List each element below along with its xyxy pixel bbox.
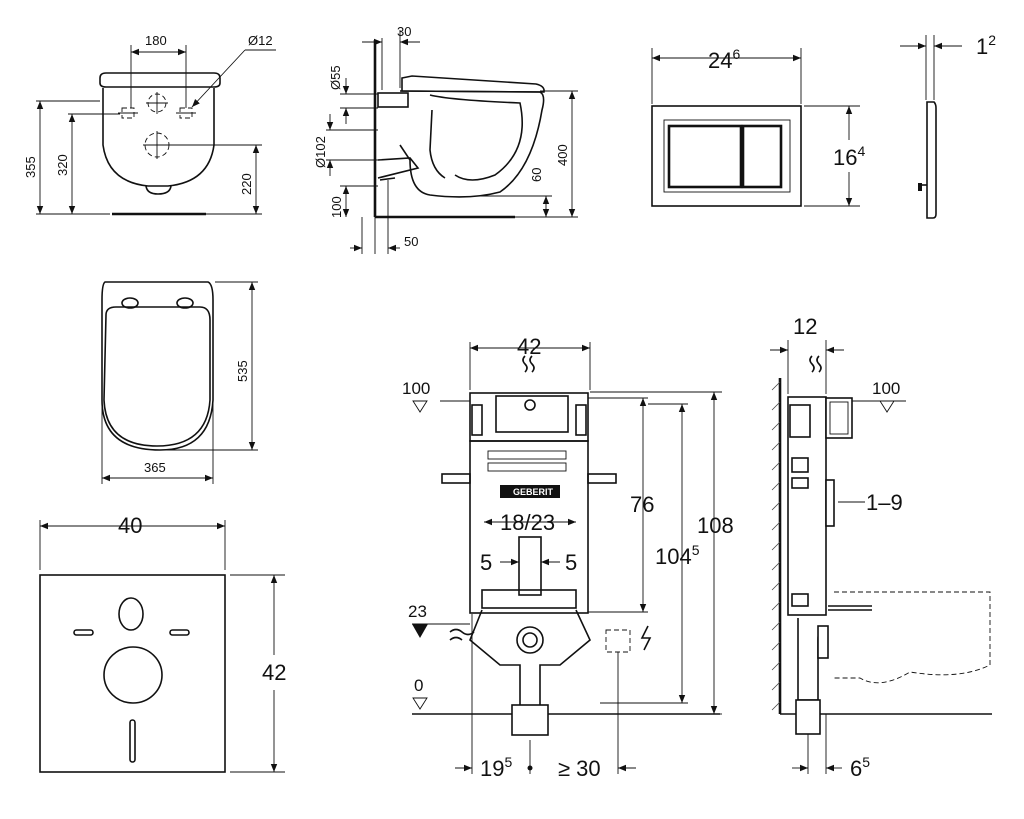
dim-16-4: 164 [833, 143, 865, 170]
flush-plate-outline [651, 105, 802, 207]
pad-outlet-hole [103, 646, 163, 704]
dim-180: 180 [145, 33, 167, 48]
side-bowl-inner [429, 94, 523, 181]
dim-30: 30 [397, 24, 411, 39]
dim-76: 76 [630, 492, 654, 517]
dim-d102: Ø102 [313, 136, 328, 168]
frame-side-view: 12 100 1–9 65 [770, 314, 992, 781]
dim-50: 50 [404, 234, 418, 249]
dim-100: 100 [329, 196, 344, 218]
dim-535: 535 [235, 360, 250, 382]
bowl-seat-lid [99, 72, 221, 88]
bowl-foot [145, 185, 172, 195]
flush-button-small[interactable] [667, 124, 743, 189]
flush-plate-side: 12 [900, 32, 996, 219]
dim-1-2: 12 [976, 32, 996, 59]
bowl-body-outline [102, 88, 215, 187]
level-marker-icon [412, 400, 428, 413]
level-0: 0 [414, 676, 423, 695]
bowl-side-view: 30 Ø55 Ø102 100 400 60 50 [313, 24, 578, 254]
frame-front-view: GEBERIT 42 100 76 1045 108 18/23 5 5 23 [402, 334, 734, 781]
frame-body [469, 440, 589, 614]
electric-box [605, 629, 631, 653]
dim-24-6: 246 [708, 46, 740, 73]
side-bowl-outline [399, 90, 545, 198]
side-bowl-dashed [834, 591, 991, 684]
water-supply-icon [522, 355, 535, 373]
soundproof-pad: 40 42 [39, 513, 286, 773]
dim-5-left: 5 [480, 550, 492, 575]
level-100-front: 100 [402, 379, 430, 398]
side-lid [401, 75, 545, 93]
bowl-front-view: 180 Ø12 355 320 220 [23, 33, 276, 216]
brand-plate [500, 485, 560, 498]
wall-hatching [771, 381, 781, 711]
dim-6-5: 65 [850, 754, 870, 781]
dim-220: 220 [239, 173, 254, 195]
side-inlet-pipe [377, 92, 409, 108]
electric-icon [640, 625, 652, 651]
dim-d55: Ø55 [328, 65, 343, 90]
dim-12-side: 12 [793, 314, 817, 339]
dim-19-5: 195 [480, 754, 512, 781]
dim-104-5: 1045 [655, 542, 700, 569]
flush-plate-front: 246 164 [651, 46, 865, 207]
dim-5-right: 5 [565, 550, 577, 575]
dim-42-frame: 42 [517, 334, 541, 359]
dim-365: 365 [144, 460, 166, 475]
seat-lid [103, 306, 211, 447]
frame-drain-pipe [518, 536, 542, 596]
dim-400: 400 [555, 144, 570, 166]
dim-42-pad: 42 [262, 660, 286, 685]
brand-label: GEBERIT [513, 487, 554, 497]
pad-outline [39, 574, 226, 773]
side-frame-post [787, 396, 827, 616]
pad-inlet-hole [118, 597, 144, 631]
dim-d12: Ø12 [248, 33, 273, 48]
dim-320: 320 [55, 154, 70, 176]
level-100-side: 100 [872, 379, 900, 398]
level-23: 23 [408, 602, 427, 621]
dim-355: 355 [23, 156, 38, 178]
dim-108: 108 [697, 513, 734, 538]
seat-top-view: 535 365 [101, 281, 258, 484]
dim-30-min: ≥ 30 [558, 756, 601, 781]
side-outlet-pipe [377, 157, 420, 179]
dim-60: 60 [529, 168, 544, 182]
dim-18-23: 18/23 [500, 510, 555, 535]
flush-button-large[interactable] [741, 124, 783, 189]
dim-40: 40 [118, 513, 142, 538]
seat-hinge-left [121, 297, 139, 309]
seat-hinge-right [176, 297, 194, 309]
dim-1-9: 1–9 [866, 490, 903, 515]
flush-plate-profile [926, 101, 937, 219]
